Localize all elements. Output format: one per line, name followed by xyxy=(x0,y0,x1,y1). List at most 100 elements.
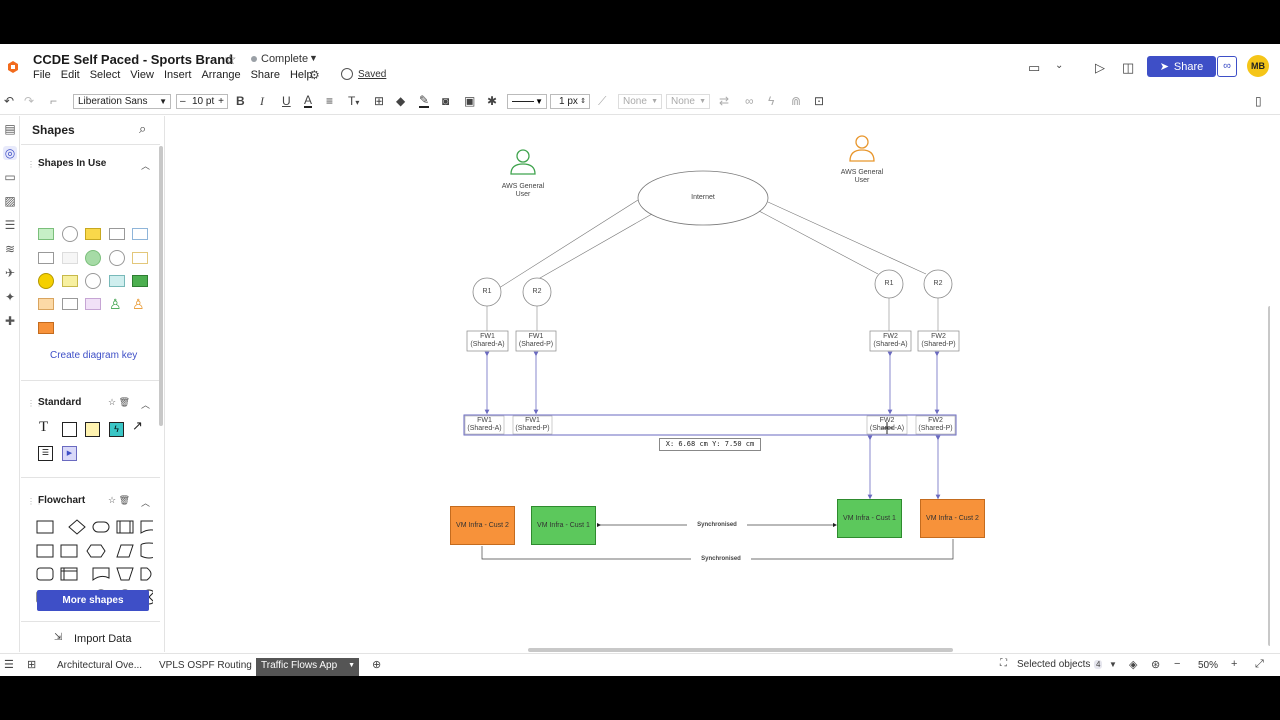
shape-rect[interactable] xyxy=(109,228,125,240)
document-title[interactable]: CCDE Self Paced - Sports Brand xyxy=(33,52,234,67)
tab-architectural-overview[interactable]: Architectural Ove... xyxy=(57,660,143,671)
shape-circle[interactable] xyxy=(85,273,101,289)
shape-light-rect[interactable] xyxy=(62,252,78,264)
vm-box-cust2-left[interactable]: VM Infra - Cust 2 xyxy=(450,506,515,545)
canvas-scrollbar-horizontal[interactable] xyxy=(528,648,953,652)
add-page-icon[interactable]: ⊕ xyxy=(372,659,382,671)
shape-green-rect[interactable] xyxy=(38,228,54,240)
shape-lavender-rect[interactable] xyxy=(85,298,101,310)
more-shapes-button[interactable]: More shapes xyxy=(37,590,149,611)
image-icon[interactable]: ▣ xyxy=(464,94,476,108)
comment-icon[interactable]: ▭ xyxy=(1028,60,1041,75)
sync-label[interactable]: Synchronised xyxy=(691,555,751,563)
extensions-icon[interactable]: ⚙ xyxy=(309,68,320,82)
drag-handle-icon[interactable]: ⋮⋮ xyxy=(27,399,43,408)
chevron-up-icon[interactable]: ︿ xyxy=(141,161,151,171)
chevron-down-icon[interactable]: ⌄ xyxy=(1055,60,1064,71)
fw-box-label[interactable]: FW2(Shared-P) xyxy=(921,333,956,348)
layers-icon[interactable]: ◈ xyxy=(1129,659,1138,671)
fw-box-label[interactable]: FW1(Shared-P) xyxy=(518,333,554,348)
panel-toggle-icon[interactable]: ▯ xyxy=(1255,94,1262,108)
fw-bar-label[interactable]: FW2(Shared-P) xyxy=(918,417,953,432)
shape-rect[interactable] xyxy=(38,252,54,264)
font-size-stepper[interactable]: –10 pt+ xyxy=(176,94,228,109)
section-flowchart[interactable]: Flowchart xyxy=(38,495,86,506)
canvas-scrollbar-vertical[interactable] xyxy=(1268,306,1270,646)
menu-file[interactable]: File xyxy=(33,69,51,81)
layers-icon[interactable]: ≋ xyxy=(4,242,16,256)
chevron-down-icon[interactable]: ▼ xyxy=(309,53,318,63)
grid-view-icon[interactable]: ⊞ xyxy=(27,659,37,671)
data-icon[interactable]: ☰ xyxy=(4,218,16,232)
underline-button[interactable]: U xyxy=(282,94,291,108)
shape-circle[interactable] xyxy=(109,250,125,266)
section-standard[interactable]: Standard xyxy=(38,397,82,408)
swap-arrows-icon[interactable]: ⇄ xyxy=(719,94,730,108)
panel-scrollbar[interactable] xyxy=(159,146,163,426)
container-icon[interactable]: ⋒ xyxy=(791,94,802,108)
decrease-icon[interactable]: – xyxy=(180,96,186,107)
tab-traffic-flows-app[interactable]: Traffic Flows App▼ xyxy=(256,658,359,676)
shape-yellow-rect[interactable] xyxy=(85,228,101,240)
lucid-logo-icon[interactable] xyxy=(6,60,20,74)
rocket-icon[interactable]: ✈ xyxy=(4,266,16,280)
magic-wand-icon[interactable]: ✦ xyxy=(4,290,16,304)
present-icon[interactable]: ▷ xyxy=(1095,60,1105,75)
line-width-stepper[interactable]: 1 px⇕ xyxy=(550,94,590,109)
sync-label[interactable]: Synchronised xyxy=(687,521,747,529)
shape-circle[interactable] xyxy=(62,226,78,242)
arrow-start-select[interactable]: None▼ xyxy=(618,94,662,109)
router-label[interactable]: R2 xyxy=(933,280,943,287)
shape-peach-rect[interactable] xyxy=(38,298,54,310)
chevron-down-icon[interactable]: ▼ xyxy=(348,662,355,669)
diagram-canvas[interactable]: AWS General User AWS General User Intern… xyxy=(166,116,1270,652)
router-label[interactable]: R1 xyxy=(482,288,492,295)
zoom-level[interactable]: 50% xyxy=(1198,660,1219,671)
shape-teal-rect[interactable] xyxy=(109,275,125,287)
menu-insert[interactable]: Insert xyxy=(163,69,192,81)
status-dropdown[interactable]: Complete xyxy=(261,53,309,65)
drag-handle-icon[interactable]: ⋮⋮ xyxy=(27,497,43,506)
arrow-end-select[interactable]: None▼ xyxy=(666,94,710,109)
import-data-button[interactable]: Import Data xyxy=(74,633,132,645)
fw-bar-label[interactable]: FW1(Shared-P) xyxy=(515,417,550,432)
shape-orange-rect[interactable] xyxy=(38,322,54,334)
embed-shape-icon[interactable]: ▶ xyxy=(62,446,77,461)
arrange-icon[interactable]: ⊞ xyxy=(374,94,385,108)
shape-blue-rect[interactable] xyxy=(132,228,148,240)
link-icon[interactable]: ∞ xyxy=(745,94,754,108)
link-icon[interactable]: ∞ xyxy=(1217,56,1237,77)
star-trash-icons[interactable]: ☆ 🗑 xyxy=(108,397,130,407)
menu-arrange[interactable]: Arrange xyxy=(201,69,241,81)
star-icon[interactable]: ☆ xyxy=(224,51,237,67)
action-shape-icon[interactable]: ϟ xyxy=(109,422,124,437)
italic-button[interactable]: I xyxy=(260,94,264,108)
user-icon[interactable]: ♙ xyxy=(109,296,122,312)
bold-button[interactable]: B xyxy=(236,94,245,108)
text-shape-icon[interactable]: T xyxy=(39,419,49,435)
search-icon[interactable]: ⌕ xyxy=(139,121,147,136)
user-label-left[interactable]: AWS General User xyxy=(501,183,545,198)
shape-square[interactable] xyxy=(62,422,77,437)
align-icon[interactable]: ≡ xyxy=(326,94,334,108)
shape-pale-yellow-rect[interactable] xyxy=(62,275,78,287)
sticky-note-icon[interactable] xyxy=(85,422,100,437)
drag-handle-icon[interactable]: ⋮⋮ xyxy=(27,160,43,169)
format-painter-icon[interactable]: ⌐ xyxy=(50,94,58,108)
page-list-icon[interactable]: ☰ xyxy=(4,659,14,671)
shape-cream-rect[interactable] xyxy=(132,252,148,264)
undo-icon[interactable]: ↶ xyxy=(4,94,15,108)
lock-icon[interactable]: ⊡ xyxy=(814,94,825,108)
line-color-icon[interactable]: ✎ xyxy=(419,93,430,108)
selected-objects-label[interactable]: Selected objects xyxy=(1017,659,1091,670)
shape-dark-green-rect[interactable] xyxy=(132,275,148,287)
opacity-icon[interactable]: ◙ xyxy=(442,94,450,108)
user-icon[interactable]: ♙ xyxy=(132,296,145,312)
fw-bar-label[interactable]: FW1(Shared-A) xyxy=(467,417,502,432)
tab-vpls-ospf-routing[interactable]: VPLS OSPF Routing xyxy=(159,660,252,671)
menu-share[interactable]: Share xyxy=(250,69,280,81)
chevron-up-icon[interactable]: ︿ xyxy=(141,498,151,508)
user-label-right[interactable]: AWS General User xyxy=(840,169,884,184)
create-diagram-key-link[interactable]: Create diagram key xyxy=(50,350,138,361)
magic-icon[interactable]: ✱ xyxy=(487,94,498,108)
